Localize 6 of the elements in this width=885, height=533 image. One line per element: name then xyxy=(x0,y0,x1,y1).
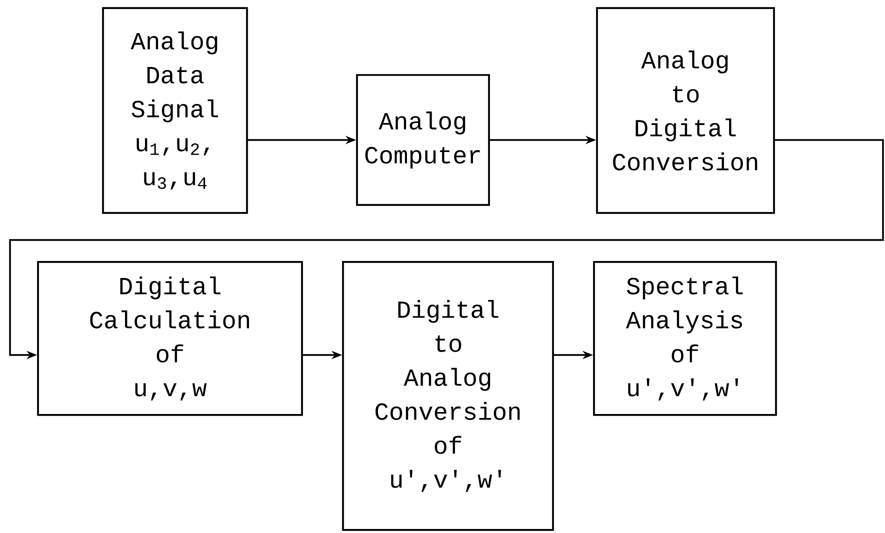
process-box: Digital Calculation of u,v,w xyxy=(37,261,303,416)
process-box: Digital to Analog Conversion of u',v',w' xyxy=(342,261,554,531)
process-box: Spectral Analysis of u',v',w' xyxy=(593,261,777,416)
process-box: Analog Computer xyxy=(356,74,490,206)
process-box: Analog to Digital Conversion xyxy=(596,7,775,214)
process-box: Analog Data Signal u$_{1}$,u$_{2}$, u$_{3}$,u$_{4}$ xyxy=(102,7,248,214)
